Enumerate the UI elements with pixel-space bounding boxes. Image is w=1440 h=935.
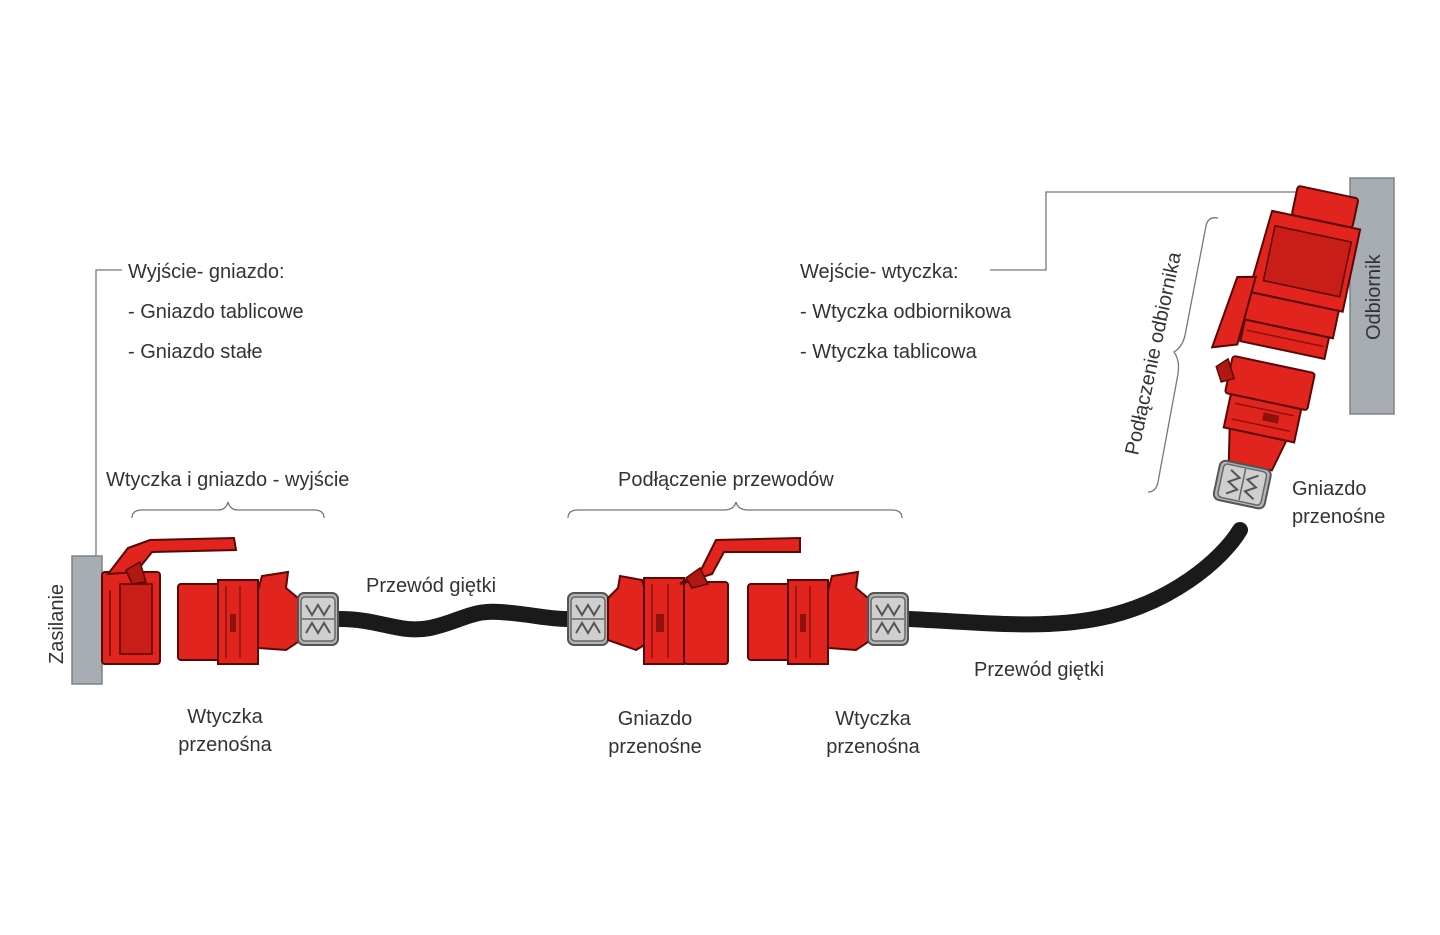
leader-line-output — [95, 269, 122, 556]
receiver-label: Odbiornik — [1363, 253, 1385, 340]
portable-plug-1-label: Wtyczka przenośna — [160, 703, 290, 759]
portable-socket-2-label: Gniazdo przenośne — [1292, 475, 1385, 531]
leader-line-input — [990, 191, 1300, 271]
receiver-connection-label: Podłączenie odbiornika — [1121, 249, 1186, 457]
portable-plug-2-label: Wtyczka przenośna — [808, 705, 938, 761]
portable-plug-2-label-line1: Wtyczka — [835, 708, 911, 730]
supply-wall — [71, 555, 103, 685]
brace-receiver-connection — [1147, 217, 1219, 493]
input-heading: Wejście- wtyczka: — [800, 261, 959, 283]
portable-plug-1-label-line1: Wtyczka — [187, 706, 263, 728]
input-item-panel-inlet: - Wtyczka tablicowa — [800, 341, 977, 363]
output-item-panel-socket: - Gniazdo tablicowe — [128, 301, 304, 323]
portable-plug-1 — [177, 570, 339, 665]
flex-cable-2 — [900, 522, 1248, 633]
portable-socket-2 — [1210, 275, 1316, 511]
brace-wire-connection — [567, 501, 903, 519]
brace-plug-socket-output — [131, 501, 325, 519]
flex-cable-label-1: Przewód giętki — [366, 575, 497, 597]
flex-cable-label-2: Przewód giętki — [974, 659, 1105, 681]
portable-socket-1-label: Gniazdo przenośne — [590, 705, 720, 761]
portable-socket-1-label-line1: Gniazdo — [617, 708, 693, 730]
supply-label: Zasilanie — [46, 584, 68, 664]
portable-socket-1-label-line2: przenośne — [608, 736, 702, 758]
flex-cable-1 — [332, 603, 574, 638]
portable-plug-2 — [747, 570, 909, 665]
receiver-wall — [1349, 177, 1395, 415]
output-item-fixed-socket: - Gniazdo stałe — [128, 341, 263, 363]
appliance-inlet — [1237, 185, 1362, 361]
output-heading: Wyjście- gniazdo: — [128, 261, 285, 283]
wire-connection-label: Podłączenie przewodów — [618, 469, 834, 491]
portable-socket-1 — [567, 536, 801, 665]
portable-plug-2-label-line2: przenośna — [826, 736, 920, 758]
wall-socket — [101, 536, 238, 665]
portable-socket-2-label-line2: przenośne — [1292, 506, 1386, 528]
plug-socket-output-label: Wtyczka i gniazdo - wyjście — [106, 469, 350, 491]
portable-plug-1-label-line2: przenośna — [178, 734, 272, 756]
portable-socket-2-label-line1: Gniazdo — [1292, 478, 1367, 500]
input-item-appliance-inlet: - Wtyczka odbiornikowa — [800, 301, 1012, 323]
